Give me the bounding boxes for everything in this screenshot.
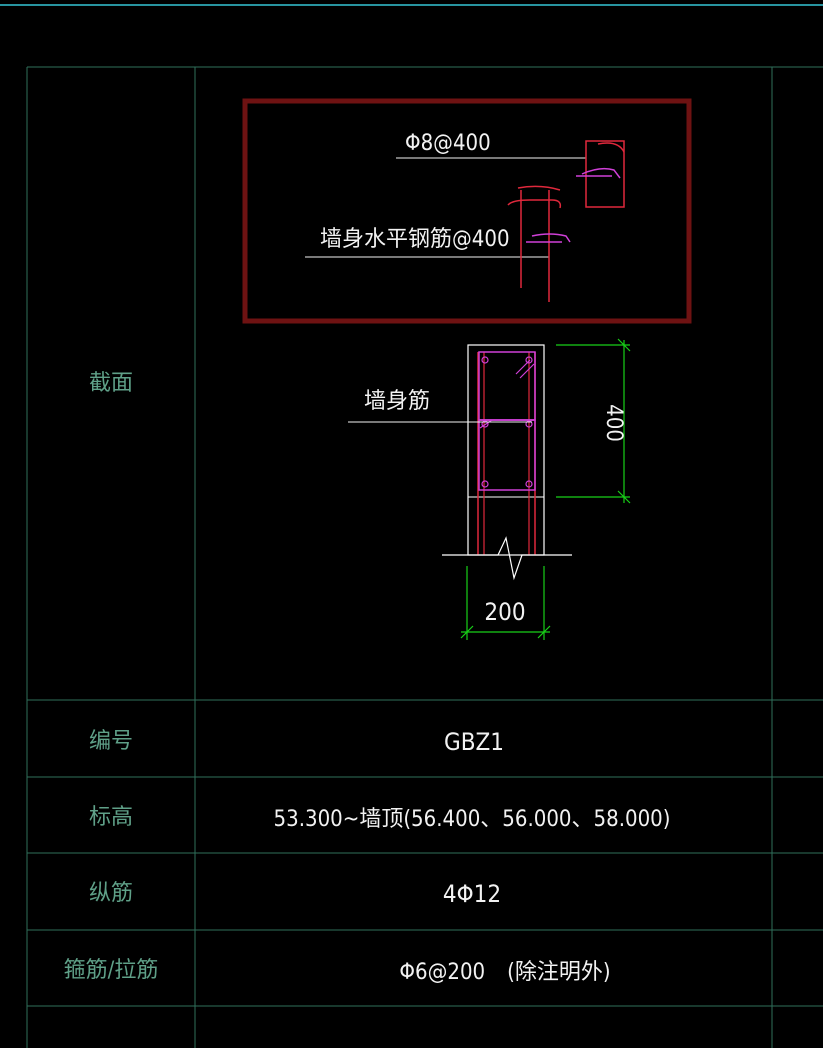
tie-magenta-hook xyxy=(576,167,621,179)
highlight-box xyxy=(242,98,692,324)
height-tick-bottom xyxy=(617,490,631,504)
tie-hook-top xyxy=(597,142,625,153)
row-value: 4Φ12 xyxy=(443,880,501,908)
wall-bar-callout: 墙身筋 xyxy=(348,389,532,423)
hbar-magenta-hook xyxy=(526,233,571,243)
stirrup-lower xyxy=(478,419,536,491)
row-label: 编号 xyxy=(89,729,133,754)
table-row-stirrups: 箍筋/拉筋 Φ6@200 (除注明外) xyxy=(64,958,611,985)
tie-callout-label: Φ8@400 xyxy=(405,131,491,156)
tie-detail-box xyxy=(585,140,625,208)
width-dimension xyxy=(460,566,551,640)
table-row-number: 编号 GBZ1 xyxy=(89,728,504,756)
rebar-dot-2 xyxy=(525,356,533,364)
stirrup-hook-lower xyxy=(479,419,493,429)
width-tick-right xyxy=(537,625,551,639)
break-line xyxy=(442,536,572,581)
rebar-dot-3 xyxy=(481,420,489,428)
column-outline xyxy=(467,344,545,556)
section-row-label: 截面 xyxy=(89,371,133,396)
hbar-corner-hook xyxy=(517,185,561,191)
rebar-dot-4 xyxy=(525,420,533,428)
dim-width-label: 200 xyxy=(484,598,525,626)
table-grid xyxy=(26,66,823,1048)
row-label: 纵筋 xyxy=(89,881,133,906)
table-row-longitudinal-bars: 纵筋 4Φ12 xyxy=(89,880,501,908)
rebar-dot-1 xyxy=(481,356,489,364)
height-tick-top xyxy=(617,338,631,352)
wall-bar-label: 墙身筋 xyxy=(364,389,430,414)
rebar-dot-6 xyxy=(525,480,533,488)
horizontal-bar-label: 墙身水平钢筋@400 xyxy=(320,227,510,252)
row-value: Φ6@200 (除注明外) xyxy=(399,960,610,985)
row-value: 53.300~墙顶(56.400、56.000、58.000) xyxy=(274,807,671,832)
hbar-top-hook xyxy=(507,199,562,209)
rebar-dot-5 xyxy=(481,480,489,488)
column-section xyxy=(442,344,572,581)
tie-callout: Φ8@400 xyxy=(396,131,625,208)
table-row-elevation: 标高 53.300~墙顶(56.400、56.000、58.000) xyxy=(89,805,670,832)
dim-height-label: 400 xyxy=(601,404,626,442)
row-label: 标高 xyxy=(89,805,133,830)
row-value: GBZ1 xyxy=(444,728,504,756)
row-label: 箍筋/拉筋 xyxy=(64,958,159,983)
width-tick-left xyxy=(460,625,474,639)
horizontal-bar-callout: 墙身水平钢筋@400 xyxy=(305,185,571,302)
height-dimension xyxy=(556,338,631,504)
